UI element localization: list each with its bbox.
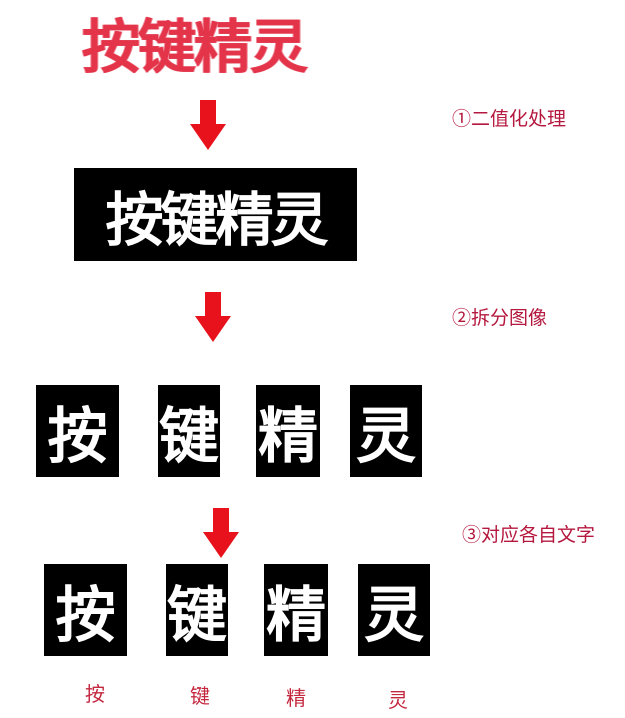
recognized-char-4: 灵 [388, 688, 408, 712]
matched-image-3: 精 [264, 564, 328, 656]
arrow-down-icon [195, 292, 231, 342]
matched-image-2: 键 [166, 564, 228, 656]
arrow-down-icon [203, 508, 239, 558]
source-text: 按键精灵 [82, 13, 308, 81]
arrow-down-icon [190, 100, 226, 150]
binarized-image: 按键精灵 [74, 168, 357, 261]
split-char: 按 [47, 401, 108, 472]
matched-char: 灵 [364, 580, 424, 651]
recognized-char-1: 按 [85, 682, 105, 706]
split-image-3: 精 [256, 385, 320, 477]
step-1-label: ①二值化处理 [452, 108, 567, 130]
step-3-label: ③对应各自文字 [462, 524, 596, 546]
matched-char: 按 [55, 580, 116, 651]
binarized-text: 按键精灵 [105, 185, 328, 254]
recognized-char-2: 键 [190, 684, 210, 708]
matched-char: 键 [167, 580, 227, 651]
split-image-2: 键 [158, 385, 220, 477]
split-char: 键 [159, 401, 219, 472]
split-image-1: 按 [36, 385, 119, 477]
matched-image-4: 灵 [358, 564, 430, 656]
split-image-4: 灵 [350, 385, 422, 477]
split-char: 精 [258, 401, 318, 472]
recognized-char-3: 精 [286, 686, 306, 710]
matched-image-1: 按 [44, 564, 127, 656]
matched-char: 精 [266, 580, 326, 651]
split-char: 灵 [356, 401, 416, 472]
step-2-label: ②拆分图像 [452, 307, 548, 329]
